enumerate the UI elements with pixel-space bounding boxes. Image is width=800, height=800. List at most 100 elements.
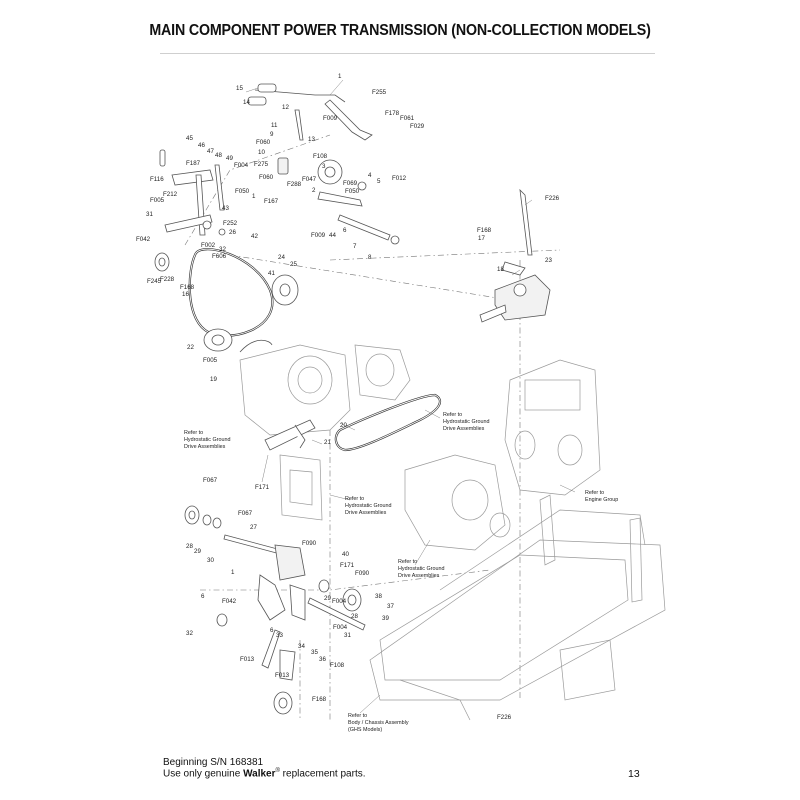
callout-f005: F005	[203, 357, 218, 364]
callout-f061: F061	[400, 115, 415, 122]
ref-hydro-2-line3: Drive Assemblies	[443, 426, 485, 432]
chassis-frame-ghost	[369, 494, 666, 721]
callout-f116: F116	[150, 176, 164, 183]
callout-f012: F012	[392, 175, 407, 182]
title-divider	[160, 53, 655, 54]
callout-f060: F060	[256, 139, 271, 146]
callout-f004: F004	[332, 598, 347, 605]
callout-8: 8	[368, 254, 372, 261]
callout-f013: F013	[240, 656, 255, 663]
ref-hydro-2-line1: Refer to	[443, 412, 462, 418]
callout-1: 1	[338, 73, 342, 80]
callout-f042: F042	[136, 236, 151, 243]
callout-f171: F171	[255, 484, 270, 491]
callout-31: 31	[146, 211, 153, 218]
callout-leaders	[245, 79, 576, 714]
callout-48: 48	[215, 152, 222, 159]
upper-drive-belt-and-pulleys	[154, 248, 299, 353]
serial-number-note: Beginning S/N 168381	[163, 757, 264, 768]
callout-46: 46	[198, 142, 205, 149]
callout-f090: F090	[302, 540, 317, 547]
ref-body-line2: Body / Chassis Assembly	[348, 720, 409, 726]
lower-drive-belt	[334, 393, 442, 452]
ref-hydro-4-line3: Drive Assemblies	[398, 573, 440, 579]
notice-prefix: Use only genuine	[163, 768, 244, 780]
callout-43: 43	[222, 205, 229, 212]
steering-linkage-assembly	[247, 83, 400, 245]
callout-19: 19	[210, 376, 217, 383]
callout-40: 40	[342, 551, 349, 558]
ref-hydro-4-line1: Refer to	[398, 559, 417, 565]
gearbox-assembly	[479, 188, 551, 323]
page-number: 13	[628, 768, 640, 780]
callout-33: 33	[276, 632, 283, 639]
ref-hydro-3-line3: Drive Assemblies	[345, 510, 387, 516]
brand-name: Walker	[243, 768, 276, 780]
part-callout-labels: 1F255151412F178F061F029F00911913F06010F1…	[136, 73, 560, 721]
ref-hydro-1-line3: Drive Assemblies	[184, 444, 226, 450]
callout-31: 31	[344, 632, 351, 639]
callout-42: 42	[251, 233, 258, 240]
callout-16: 16	[182, 291, 189, 298]
callout-4: 4	[368, 172, 372, 179]
callout-f108: F108	[313, 153, 328, 160]
reference-note-body-chassis: Refer to Body / Chassis Assembly (GHS Mo…	[348, 713, 409, 733]
callout-21: 21	[324, 439, 331, 446]
ref-hydro-4-line2: Hydrostatic Ground	[398, 566, 444, 572]
callout-f013: F013	[275, 672, 290, 679]
callout-35: 35	[311, 649, 318, 656]
callout-f606: F606	[212, 253, 227, 260]
callout-f288: F288	[287, 181, 302, 188]
callout-41: 41	[268, 270, 275, 277]
callout-f067: F067	[203, 477, 218, 484]
callout-f187: F187	[186, 160, 201, 167]
callout-29: 29	[324, 595, 331, 602]
callout-32: 32	[219, 246, 226, 253]
reference-note-hydro-4: Refer to Hydrostatic Ground Drive Assemb…	[398, 559, 444, 579]
callout-28: 28	[351, 613, 358, 620]
callout-18: 18	[497, 266, 504, 273]
callout-15: 15	[236, 85, 243, 92]
callout-f002: F002	[201, 242, 216, 249]
callout-f060: F060	[259, 174, 274, 181]
lower-pto-shaft-assembly	[184, 505, 366, 715]
callout-f004: F004	[333, 624, 348, 631]
ref-hydro-1-line1: Refer to	[184, 430, 203, 436]
callout-10: 10	[258, 149, 265, 156]
ref-hydro-1-line2: Hydrostatic Ground	[184, 437, 230, 443]
callout-1: 1	[252, 193, 256, 200]
callout-6: 6	[201, 593, 205, 600]
page-title: MAIN COMPONENT POWER TRANSMISSION (NON-C…	[149, 22, 651, 39]
callout-27: 27	[250, 524, 257, 531]
reference-note-engine: Refer to Engine Group	[585, 490, 618, 503]
callout-49: 49	[226, 155, 233, 162]
reference-note-hydro-1: Refer to Hydrostatic Ground Drive Assemb…	[184, 430, 230, 450]
callout-f171: F171	[340, 562, 355, 569]
callout-f226: F226	[545, 195, 560, 202]
callout-13: 13	[308, 136, 315, 143]
callout-f168: F168	[312, 696, 327, 703]
callout-47: 47	[207, 148, 214, 155]
callout-f029: F029	[410, 123, 425, 130]
callout-f255: F255	[372, 89, 387, 96]
callout-f004: F004	[234, 162, 249, 169]
callout-1: 1	[231, 569, 235, 576]
engine-ghost	[504, 359, 601, 496]
callout-f042: F042	[222, 598, 237, 605]
callout-f168: F168	[180, 284, 195, 291]
callout-14: 14	[243, 99, 250, 106]
callout-f067: F067	[238, 510, 253, 517]
callout-7: 7	[353, 243, 357, 250]
callout-11: 11	[271, 122, 278, 129]
callout-23: 23	[545, 257, 552, 264]
callout-6: 6	[270, 627, 274, 634]
genuine-parts-notice: Use only genuine Walker® replacement par…	[163, 768, 366, 779]
callout-f050: F050	[235, 188, 250, 195]
callout-39: 39	[382, 615, 389, 622]
callout-45: 45	[186, 135, 193, 142]
reference-note-hydro-2: Refer to Hydrostatic Ground Drive Assemb…	[443, 412, 489, 432]
callout-24: 24	[278, 254, 285, 261]
reference-note-hydro-3: Refer to Hydrostatic Ground Drive Assemb…	[345, 496, 391, 516]
callout-3: 3	[322, 163, 326, 170]
callout-26: 26	[229, 229, 236, 236]
